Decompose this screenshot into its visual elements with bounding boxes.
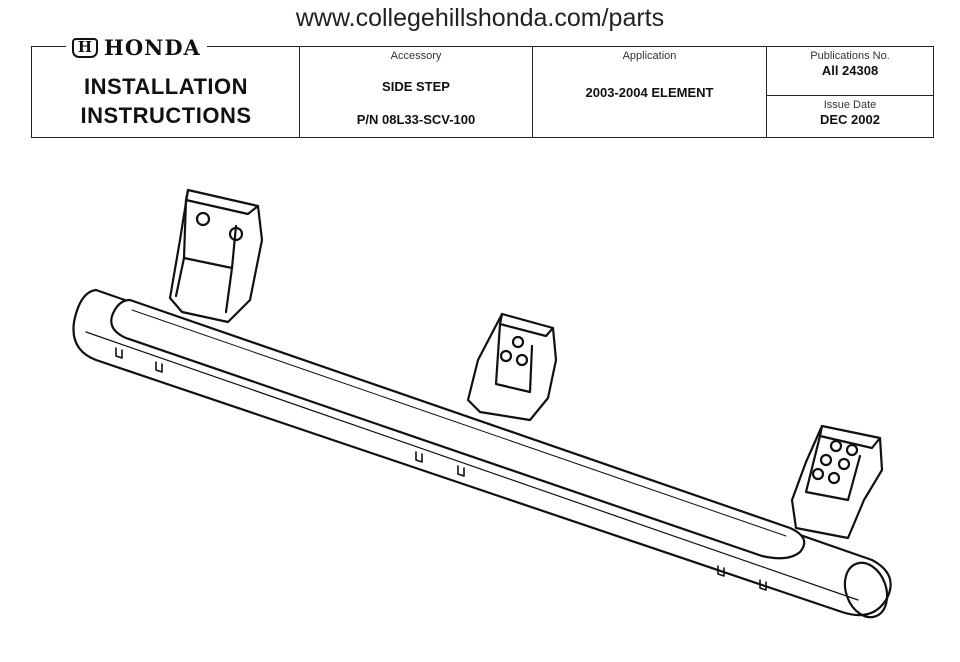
rear-mounting-bracket — [168, 188, 264, 324]
application-value: 2003-2004 ELEMENT — [585, 85, 714, 100]
front-mounting-bracket — [790, 424, 884, 540]
side-step-illustration — [72, 188, 892, 619]
step-pad — [110, 298, 806, 560]
middle-mounting-bracket — [466, 312, 558, 422]
mounting-tabs — [115, 347, 767, 591]
publication-cell: Publications No. All 24308 Issue Date DE… — [767, 47, 933, 137]
accessory-part-number: P/N 08L33-SCV-100 — [356, 112, 476, 127]
document-title: INSTALLATION INSTRUCTIONS — [32, 72, 300, 130]
honda-h-icon: H — [72, 37, 98, 58]
honda-logo: H HONDA — [66, 35, 207, 60]
issue-date-box: Issue Date DEC 2002 — [767, 99, 933, 128]
accessory-label: Accessory — [390, 50, 442, 62]
publication-number: All 24308 — [821, 63, 879, 78]
accessory-name: SIDE STEP — [382, 79, 450, 94]
document-title-line-1: INSTALLATION — [83, 74, 249, 99]
publication-label: Publications No. — [810, 50, 890, 62]
brand-cell: H HONDA INSTALLATION INSTRUCTIONS — [32, 35, 300, 137]
accessory-cell: Accessory SIDE STEP P/N 08L33-SCV-100 — [300, 47, 533, 137]
publication-number-box: Publications No. All 24308 — [767, 50, 933, 96]
title-block: H HONDA INSTALLATION INSTRUCTIONS Access… — [31, 35, 934, 138]
application-label: Application — [622, 50, 677, 62]
document-title-line-2: INSTRUCTIONS — [80, 103, 252, 128]
issue-date-label: Issue Date — [823, 99, 877, 111]
logo-wordmark: HONDA — [104, 35, 201, 60]
issue-date: DEC 2002 — [820, 112, 880, 127]
website-url: www.collegehillshonda.com/parts — [295, 4, 665, 32]
application-cell: Application 2003-2004 ELEMENT — [533, 47, 767, 137]
